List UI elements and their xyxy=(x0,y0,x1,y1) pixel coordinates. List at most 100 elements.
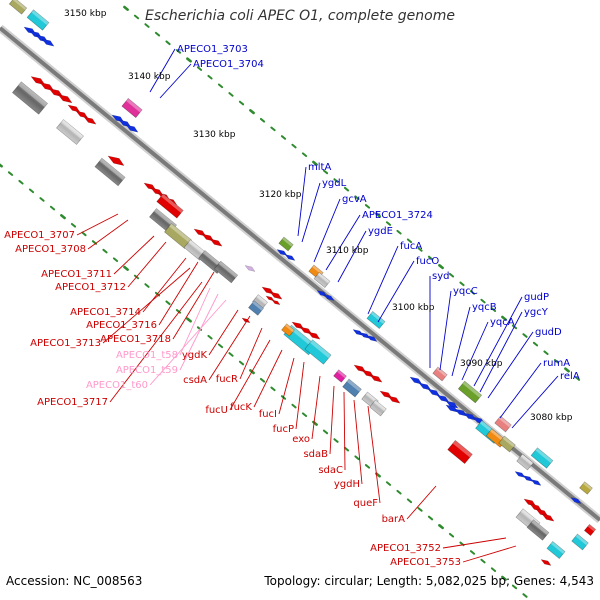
gene-arrow xyxy=(271,299,281,306)
gene-box-highlight xyxy=(535,447,553,464)
gene-box-body xyxy=(498,435,516,453)
gene-box-body xyxy=(494,415,512,433)
scale-tick xyxy=(112,257,119,263)
label-leader xyxy=(297,166,307,237)
scale-tick xyxy=(217,343,224,349)
gene-label: csdA xyxy=(183,375,207,386)
gene-label: APECO1_3753 xyxy=(390,557,461,568)
gene-arrow xyxy=(269,291,283,300)
label-leader xyxy=(301,182,321,243)
label-leader xyxy=(353,399,363,485)
gene-box xyxy=(156,193,184,219)
gene-arrow xyxy=(369,374,383,383)
gene-arrow xyxy=(244,265,256,272)
gene-box-highlight xyxy=(531,519,549,536)
scale-label: 3120 kbp xyxy=(259,190,302,200)
scale-tick xyxy=(312,160,318,166)
gene-label: yqcC xyxy=(453,286,478,297)
label-leader xyxy=(367,245,399,315)
label-leader xyxy=(253,349,283,408)
gene-box-highlight xyxy=(169,223,192,243)
gene-arrow xyxy=(41,38,55,47)
scale-tick xyxy=(417,507,423,512)
scale-tick xyxy=(490,307,497,312)
gene-box-highlight xyxy=(365,392,379,404)
gene-box xyxy=(516,453,534,471)
scale-tick xyxy=(217,83,224,89)
gene-label: rumA xyxy=(543,358,570,369)
gene-box-body xyxy=(546,541,566,559)
scale-tick xyxy=(175,49,182,54)
gene-box-highlight xyxy=(252,300,264,311)
gene-label: ygdK xyxy=(182,350,208,361)
scale-tick xyxy=(522,333,528,338)
scale-tick xyxy=(501,315,507,321)
gene-label: relA xyxy=(560,371,580,382)
gene-box-body xyxy=(8,0,28,15)
scale-tick xyxy=(291,403,297,409)
gene-box xyxy=(281,323,295,337)
gene-label: fucA xyxy=(400,241,422,252)
gene-box-body xyxy=(369,399,387,417)
gene-label: APECO1_3712 xyxy=(55,282,126,293)
gene-label: APECO1_3703 xyxy=(177,44,248,55)
gene-box-highlight xyxy=(582,481,593,491)
gene-label: APECO1_3708 xyxy=(15,244,86,255)
scale-tick xyxy=(354,195,360,201)
gene-box xyxy=(498,435,516,453)
gene-label: APECO1_3713 xyxy=(30,338,101,349)
gene-box-body xyxy=(281,323,295,337)
label-leader xyxy=(102,267,191,344)
label-leader xyxy=(329,385,335,455)
gene-label: exo xyxy=(292,434,310,445)
scale-label: 3150 kbp xyxy=(64,9,107,19)
scale-tick xyxy=(469,290,476,295)
scale-tick xyxy=(39,197,45,202)
gene-label: APECO1_3752 xyxy=(370,543,441,554)
scale-tick xyxy=(175,309,182,314)
label-leader xyxy=(113,235,155,275)
scale-tick xyxy=(448,532,455,538)
gene-box-highlight xyxy=(373,400,387,412)
gene-label: APECO1_3724 xyxy=(362,210,433,221)
gene-arrow xyxy=(75,110,89,119)
gene-box xyxy=(26,9,50,31)
label-leader xyxy=(127,241,167,288)
scale-tick xyxy=(270,126,276,132)
gene-label: gudD xyxy=(535,327,562,338)
gene-label: gcvA xyxy=(342,194,367,205)
scale-tick xyxy=(333,178,339,183)
gene-box-highlight xyxy=(161,193,184,213)
scale-tick xyxy=(375,472,381,478)
label-leader xyxy=(337,230,367,283)
gene-box-highlight xyxy=(336,369,347,379)
gene-box-highlight xyxy=(436,367,448,377)
scale-label: 3140 kbp xyxy=(128,72,171,82)
scale-tick xyxy=(543,350,549,356)
gene-arrow xyxy=(107,155,125,166)
gene-box xyxy=(213,260,239,284)
label-leader xyxy=(377,260,415,323)
label-leader xyxy=(87,219,129,250)
label-leader xyxy=(278,357,295,415)
scale-tick xyxy=(207,334,213,340)
scale-tick xyxy=(396,229,402,235)
gene-box-body xyxy=(342,378,362,398)
gene-box xyxy=(248,300,264,316)
label-leader xyxy=(325,214,361,271)
gene-arrow xyxy=(241,317,251,324)
label-leader xyxy=(159,63,192,99)
label-leader xyxy=(149,48,176,93)
gene-label: barA xyxy=(382,514,406,525)
gene-label: ygdE xyxy=(368,226,393,237)
label-leader xyxy=(295,361,305,430)
scale-tick xyxy=(469,550,476,555)
gene-box-body xyxy=(571,533,589,551)
gene-label: APECO1_t59 xyxy=(116,365,178,376)
gene-arrow xyxy=(514,471,526,478)
label-leader xyxy=(439,290,452,371)
gene-box-highlight xyxy=(31,9,49,26)
label-leader xyxy=(208,315,251,381)
scale-tick xyxy=(280,135,287,140)
